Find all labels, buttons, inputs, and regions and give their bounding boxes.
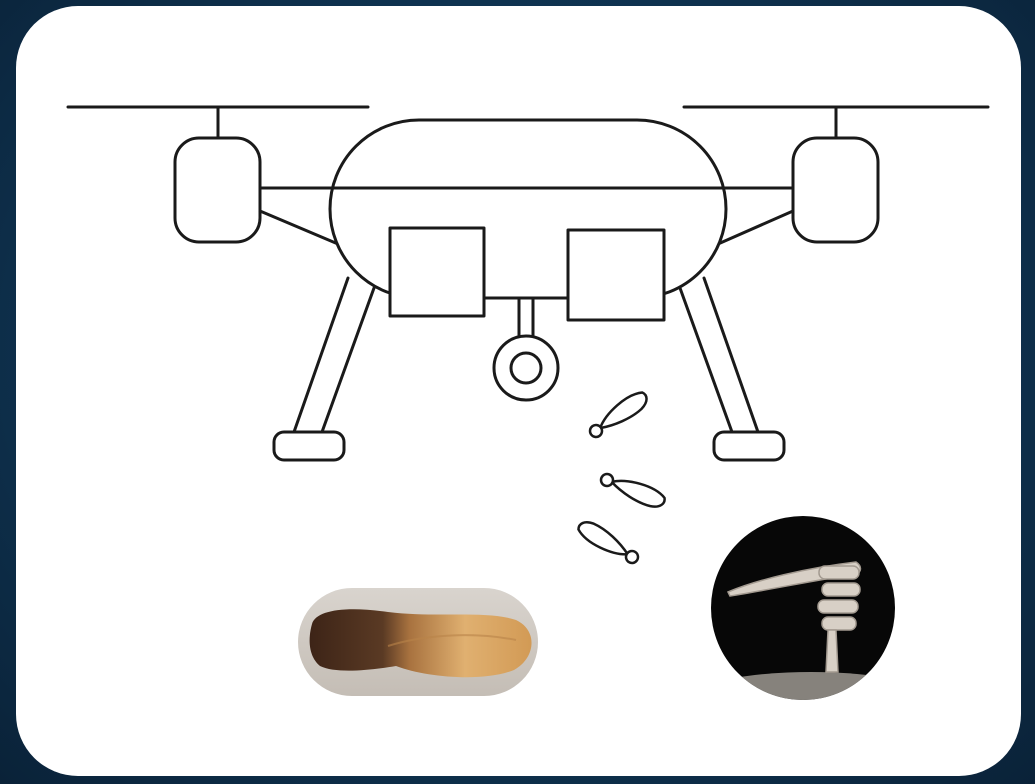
winged-seed-icon xyxy=(598,469,667,511)
right-landing-leg xyxy=(680,278,758,432)
seed-flight-photo xyxy=(691,511,931,724)
camera-mount xyxy=(519,298,533,340)
right-motor xyxy=(793,138,878,242)
right-landing-foot xyxy=(714,432,784,460)
left-landing-foot xyxy=(274,432,344,460)
drone-icon xyxy=(68,107,988,460)
left-payload-box xyxy=(390,228,484,316)
left-motor xyxy=(175,138,260,242)
drone-seed-diagram xyxy=(16,6,1021,776)
right-strut xyxy=(718,211,793,244)
right-payload-box xyxy=(568,230,664,320)
winged-seed-icon xyxy=(575,517,641,568)
winged-seed-icon xyxy=(310,609,532,677)
camera-lens-icon xyxy=(494,336,558,400)
diagram-card xyxy=(16,6,1021,776)
winged-seed-icon xyxy=(586,388,651,441)
seed-photo xyxy=(298,588,538,696)
left-strut xyxy=(260,211,338,244)
left-landing-leg xyxy=(294,278,374,432)
